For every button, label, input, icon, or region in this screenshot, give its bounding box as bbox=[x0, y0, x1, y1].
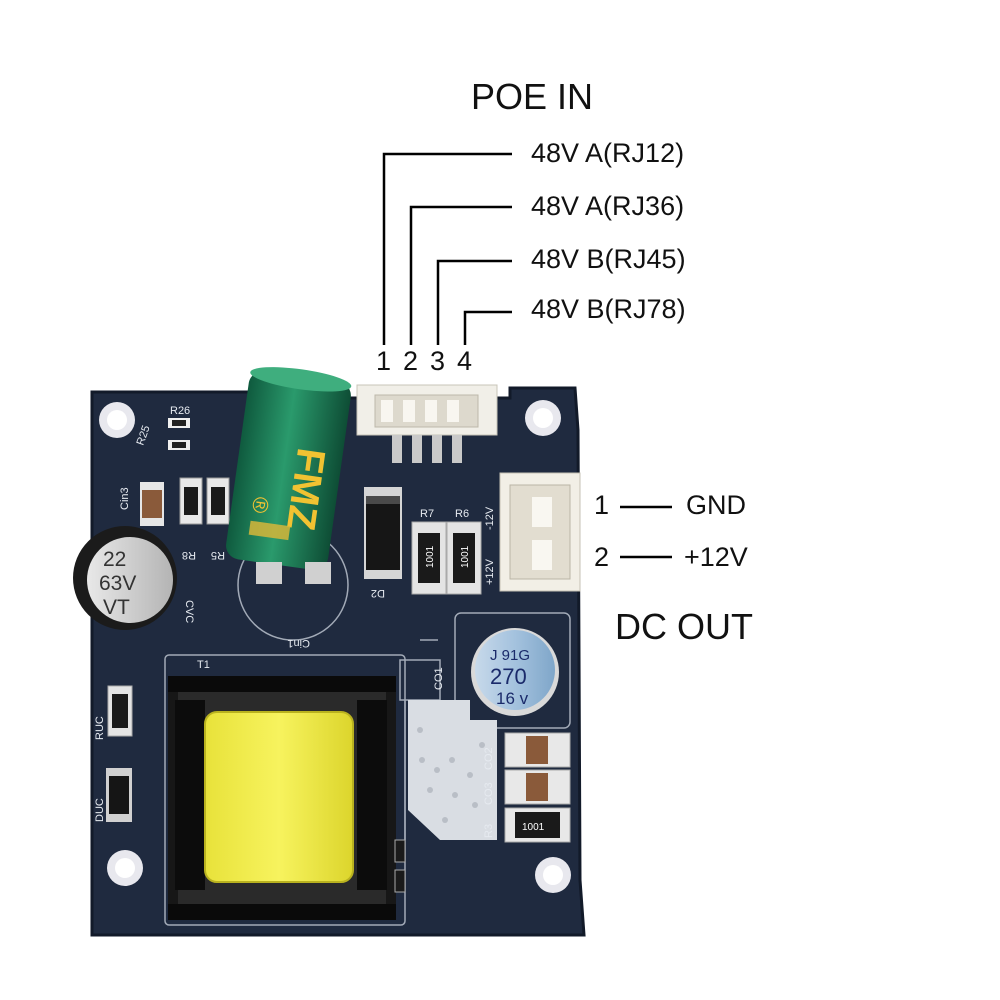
dc-pin1-number: 1 bbox=[594, 490, 610, 520]
silk-co2: CO2 bbox=[483, 747, 495, 770]
poe-pin4-number: 4 bbox=[457, 346, 473, 376]
out-cap-value: 270 bbox=[490, 664, 527, 689]
silk-r26: R26 bbox=[170, 405, 190, 417]
silk-co3: CO3 bbox=[483, 782, 495, 805]
silk-r7: R7 bbox=[420, 508, 434, 520]
silk-r6: R6 bbox=[455, 508, 469, 520]
mounting-hole bbox=[525, 400, 561, 436]
silk-r8: R8 bbox=[182, 549, 196, 561]
dc-out-title: DC OUT bbox=[615, 606, 753, 647]
dc-output-connector[interactable] bbox=[499, 472, 581, 592]
r3-code: 1001 bbox=[522, 822, 545, 833]
silk-co1: CO1 bbox=[433, 667, 445, 690]
poe-in-title: POE IN bbox=[471, 76, 594, 117]
silk-plus12v: +12V bbox=[484, 558, 496, 585]
mounting-hole bbox=[99, 402, 135, 438]
smd-resistor-r3: 1001 bbox=[504, 807, 571, 843]
silk-cvc: CVC bbox=[183, 600, 195, 623]
out-cap-code: J 91G bbox=[490, 647, 530, 664]
silk-d2: D2 bbox=[371, 587, 385, 599]
bulk-cap-mark: ® bbox=[247, 495, 274, 515]
poe-pin3-label: 48V B(RJ45) bbox=[531, 244, 686, 274]
out-cap-voltage: 16 v bbox=[496, 689, 529, 708]
poe-pin2-number: 2 bbox=[403, 346, 419, 376]
poe-pin1-number: 1 bbox=[376, 346, 392, 376]
dc-pin2-label: +12V bbox=[684, 542, 748, 572]
small-cap-series: VT bbox=[103, 596, 130, 619]
silk-r3: R3 bbox=[483, 824, 495, 838]
dc-pin1-label: GND bbox=[686, 490, 746, 520]
dc-pin2-number: 2 bbox=[594, 542, 610, 572]
resistor-r6: 1001 bbox=[446, 521, 482, 595]
diode-d2 bbox=[364, 487, 402, 579]
smd-resistor-r25 bbox=[168, 440, 190, 450]
poe-pin4-label: 48V B(RJ78) bbox=[531, 294, 686, 324]
silk-cin1: Cin1 bbox=[287, 637, 310, 649]
silk-t1: T1 bbox=[197, 659, 210, 671]
silk-r5: R5 bbox=[211, 549, 225, 561]
smd-resistor-ruc bbox=[107, 685, 133, 737]
transformer bbox=[168, 676, 396, 920]
smd-resistor-r8 bbox=[179, 477, 203, 525]
smd-resistor-r26 bbox=[168, 418, 190, 428]
small-cap-voltage: 63V bbox=[99, 572, 136, 595]
mounting-hole bbox=[535, 857, 571, 893]
r6-code: 1001 bbox=[460, 545, 471, 568]
bulk-capacitor: FMZ ® bbox=[226, 367, 352, 570]
output-capacitor: J 91G 270 16 v bbox=[471, 628, 559, 716]
mounting-hole bbox=[107, 850, 143, 886]
resistor-r7: 1001 bbox=[411, 521, 447, 595]
smd-capacitor-cin3 bbox=[140, 482, 164, 526]
smd-resistor-r5 bbox=[206, 477, 230, 525]
r7-code: 1001 bbox=[425, 545, 436, 568]
silk-duc: DUC bbox=[94, 798, 106, 822]
small-cap-value: 22 bbox=[103, 548, 126, 571]
poe-pin1-label: 48V A(RJ12) bbox=[531, 138, 685, 168]
poe-pin2-label: 48V A(RJ36) bbox=[531, 191, 685, 221]
silk-ruc: RUC bbox=[94, 716, 106, 740]
small-capacitor: 22 63V VT bbox=[73, 526, 177, 630]
poe-input-connector[interactable] bbox=[356, 384, 498, 463]
smd-capacitor-co2 bbox=[504, 732, 571, 768]
silk-cin3: Cin3 bbox=[119, 487, 131, 510]
smd-diode-duc bbox=[106, 768, 132, 822]
smd-capacitor-co3 bbox=[504, 769, 571, 805]
poe-pin3-number: 3 bbox=[430, 346, 446, 376]
silk-minus12v: -12V bbox=[484, 506, 496, 530]
